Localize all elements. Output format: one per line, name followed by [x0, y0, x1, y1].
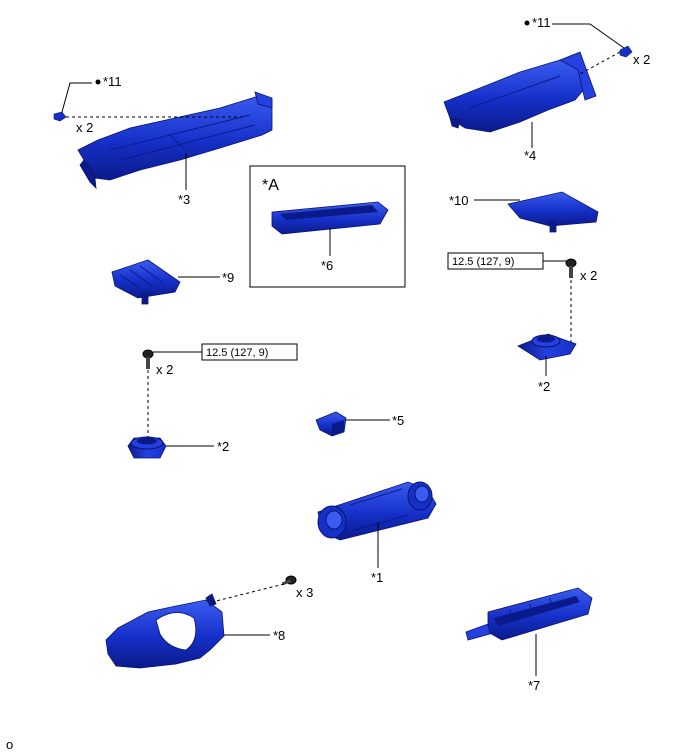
part-7-switch [465, 587, 593, 641]
screw-left [142, 349, 154, 369]
part-3-panel [77, 91, 273, 190]
label-4: *4 [524, 148, 536, 163]
screw-bottom [281, 575, 297, 586]
bullet-11-right [524, 20, 530, 26]
screw-right [565, 258, 577, 278]
part-2-right-base [517, 333, 577, 361]
clip-11-left [53, 111, 67, 122]
detail-box-a [249, 165, 406, 288]
torque-right: 12.5 (127, 9) [452, 256, 514, 268]
leader-11-right [552, 23, 625, 49]
label-11-left: *11 [103, 74, 122, 89]
label-7: *7 [528, 678, 540, 693]
part-6-pocket [271, 201, 389, 235]
qty-screw-right: x 2 [580, 268, 597, 283]
part-1-cylinder [317, 481, 437, 541]
qty-screw-bottom: x 3 [296, 585, 313, 600]
part-4-pillar [443, 51, 597, 133]
clip-right-dashed-line [579, 51, 621, 75]
label-10: *10 [449, 193, 469, 208]
leader-11-left [61, 82, 92, 113]
qty-screw-left: x 2 [156, 362, 173, 377]
label-3: *3 [178, 192, 190, 207]
part-2-left-base [127, 436, 167, 459]
figure-code: o [6, 737, 13, 752]
part-10-bracket [507, 191, 599, 233]
part-9-bracket [111, 259, 181, 305]
label-6: *6 [321, 258, 333, 273]
qty-clip-right: x 2 [633, 52, 650, 67]
torque-left: 12.5 (127, 9) [206, 347, 268, 359]
screw-bottom-dashed-line [211, 583, 285, 603]
label-1: *1 [371, 570, 383, 585]
label-8: *8 [273, 628, 285, 643]
clip-11-right [619, 45, 633, 58]
label-5: *5 [392, 413, 404, 428]
label-2-left: *2 [217, 439, 229, 454]
label-detail-a: *A [262, 177, 279, 194]
label-11-right: *11 [532, 15, 551, 30]
part-8-cover [105, 593, 225, 669]
bullet-11-left [95, 79, 101, 85]
part-5-clip [315, 411, 347, 437]
qty-clip-left: x 2 [76, 120, 93, 135]
label-9: *9 [222, 270, 234, 285]
label-2-right: *2 [538, 379, 550, 394]
